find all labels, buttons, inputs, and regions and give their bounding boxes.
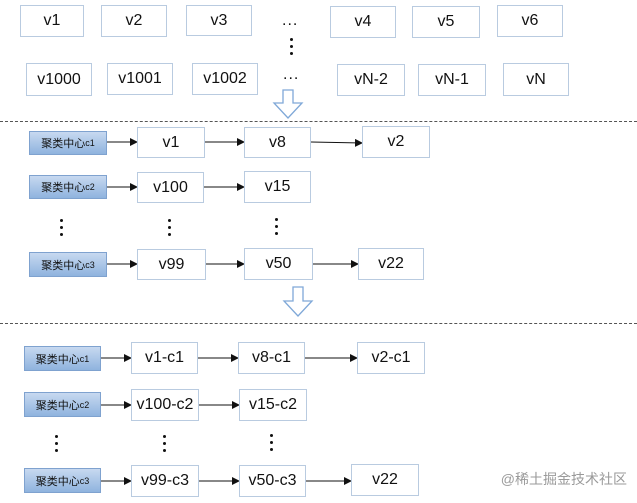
vector-box: v4 bbox=[330, 6, 396, 38]
vertical-ellipsis bbox=[273, 216, 279, 237]
watermark: @稀土掘金技术社区 bbox=[500, 471, 627, 487]
vector-box: v3 bbox=[186, 5, 252, 36]
cluster-item: v2 bbox=[362, 126, 430, 158]
arrow-s2-r1-c bbox=[310, 138, 363, 147]
vertical-ellipsis bbox=[161, 433, 167, 454]
down-arrow-2 bbox=[282, 286, 314, 317]
cluster-item: v8-c1 bbox=[238, 342, 305, 374]
cluster-item: v15 bbox=[244, 171, 311, 203]
separator-1 bbox=[0, 121, 637, 122]
vector-box: v1002 bbox=[192, 63, 258, 95]
vertical-ellipsis bbox=[288, 36, 294, 57]
cluster-item: v2-c1 bbox=[357, 342, 425, 374]
vertical-ellipsis bbox=[58, 217, 64, 238]
vector-box: vN-2 bbox=[337, 64, 405, 96]
vector-box: v5 bbox=[412, 6, 480, 38]
vector-box: v6 bbox=[497, 5, 563, 37]
cluster-item: v50-c3 bbox=[239, 465, 306, 497]
cluster-item: v100 bbox=[137, 172, 204, 203]
vector-box: v1 bbox=[20, 5, 84, 37]
vector-box: v1000 bbox=[26, 63, 92, 96]
cluster-item: v1 bbox=[137, 127, 205, 158]
cluster-item: v22 bbox=[358, 248, 424, 280]
ellipsis: ... bbox=[282, 12, 299, 29]
cluster-item: v50 bbox=[244, 248, 313, 280]
cluster-item: v99-c3 bbox=[131, 465, 199, 497]
separator-2 bbox=[0, 323, 637, 324]
cluster-item: v22 bbox=[351, 464, 419, 496]
vector-box: vN-1 bbox=[418, 64, 486, 96]
cluster-item: v100-c2 bbox=[131, 389, 199, 421]
cluster-item: v1-c1 bbox=[131, 342, 198, 374]
vector-box: vN bbox=[503, 63, 569, 96]
vertical-ellipsis bbox=[268, 432, 274, 453]
vertical-ellipsis bbox=[166, 217, 172, 238]
ellipsis: ... bbox=[283, 66, 300, 83]
vector-box: v1001 bbox=[107, 63, 173, 95]
cluster-item: v99 bbox=[137, 249, 206, 280]
vector-box: v2 bbox=[101, 5, 167, 37]
cluster-item: v15-c2 bbox=[239, 389, 307, 421]
vertical-ellipsis bbox=[53, 433, 59, 454]
cluster-item: v8 bbox=[244, 127, 311, 158]
down-arrow-1 bbox=[272, 89, 304, 119]
